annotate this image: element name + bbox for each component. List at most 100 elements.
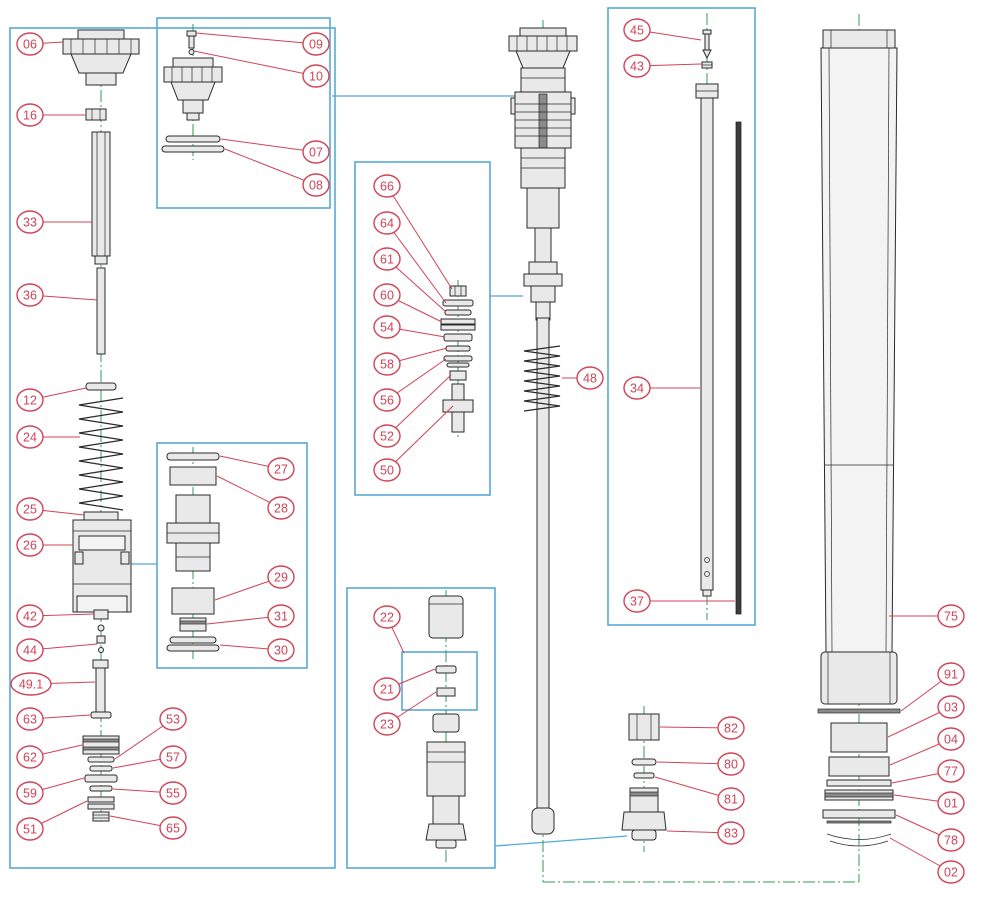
callout-bubble-27 — [267, 457, 295, 481]
part-24-spring — [78, 397, 124, 511]
callout-43: 43 — [623, 54, 651, 78]
leader-line-09 — [195, 32, 317, 45]
part-31 — [179, 617, 207, 632]
frame-piston-detail — [156, 442, 308, 669]
connector-rod-end — [494, 835, 628, 847]
callout-53: 53 — [159, 707, 187, 731]
part-63 — [90, 711, 112, 719]
part-29 — [171, 587, 215, 615]
callout-label-30: 30 — [274, 644, 288, 658]
callout-30: 30 — [267, 638, 295, 662]
callout-56: 56 — [373, 388, 401, 412]
part-37-rod — [735, 121, 742, 615]
leader-line-66 — [386, 185, 453, 290]
callout-label-31: 31 — [274, 610, 288, 624]
callout-bubble-49.1 — [10, 672, 52, 696]
part-77 — [826, 779, 892, 787]
damper-body — [510, 91, 576, 263]
callout-label-81: 81 — [724, 793, 738, 807]
callout-60: 60 — [373, 283, 401, 307]
part-80 — [631, 758, 657, 766]
callout-bubble-30 — [267, 638, 295, 662]
part-75-outer-tube — [820, 29, 898, 705]
callout-bubble-33 — [16, 210, 44, 234]
part-07 — [165, 135, 221, 143]
callout-50: 50 — [373, 458, 401, 482]
part-53 — [87, 756, 115, 763]
callout-21: 21 — [373, 677, 401, 701]
callout-label-03: 03 — [944, 701, 958, 715]
callout-bubble-07 — [302, 140, 330, 164]
callout-label-61: 61 — [380, 253, 394, 267]
callout-label-37: 37 — [630, 595, 644, 609]
part-51 — [87, 796, 115, 810]
callout-49.1: 49.1 — [10, 672, 52, 696]
part-01 — [824, 789, 894, 801]
leader-line-08 — [224, 148, 317, 186]
callout-bubble-23 — [373, 712, 401, 736]
part-06 — [62, 29, 140, 86]
callout-label-44: 44 — [23, 644, 37, 658]
damper-cap — [508, 27, 578, 93]
callout-label-91: 91 — [944, 668, 958, 682]
callout-04: 04 — [937, 727, 965, 751]
frames — [9, 7, 756, 869]
callout-06: 06 — [16, 32, 44, 56]
callout-label-49.1: 49.1 — [19, 678, 43, 692]
callout-bubble-01 — [937, 791, 965, 815]
callout-02: 02 — [937, 860, 965, 884]
callout-80: 80 — [717, 752, 745, 776]
part-62 — [82, 735, 120, 755]
leader-line-10 — [193, 50, 317, 77]
callout-75: 75 — [937, 604, 965, 628]
callout-bubble-28 — [267, 496, 295, 520]
callout-bubble-04 — [937, 727, 965, 751]
callout-bubble-48 — [576, 366, 604, 390]
callout-07: 07 — [302, 140, 330, 164]
callout-label-12: 12 — [23, 394, 37, 408]
callout-label-80: 80 — [724, 758, 738, 772]
view-connectors — [131, 95, 628, 847]
callout-bubble-59 — [16, 781, 44, 805]
part-66 — [449, 285, 467, 297]
callout-label-58: 58 — [380, 358, 394, 372]
part-12 — [85, 382, 117, 391]
part-08 — [161, 145, 225, 153]
part-61 — [444, 309, 472, 316]
part-91 — [817, 708, 901, 714]
callout-bubble-06 — [16, 32, 44, 56]
callout-33: 33 — [16, 210, 44, 234]
center-lines — [100, 13, 860, 883]
part-16 — [85, 108, 107, 121]
piston-body — [166, 494, 220, 572]
callout-bubble-16 — [16, 103, 44, 127]
callout-label-09: 09 — [309, 38, 323, 52]
callout-01: 01 — [937, 791, 965, 815]
part-23 — [436, 687, 456, 697]
frame-main-cartridge — [9, 27, 336, 869]
rebound-rod-assembly — [695, 29, 742, 615]
callout-bubble-54 — [373, 315, 401, 339]
callout-bubble-66 — [373, 174, 401, 198]
part-42 — [93, 609, 109, 620]
callout-label-50: 50 — [380, 464, 394, 478]
callout-64: 64 — [373, 211, 401, 235]
part-02 — [826, 833, 892, 847]
callout-label-34: 34 — [630, 382, 644, 396]
callout-08: 08 — [302, 173, 330, 197]
callout-label-36: 36 — [23, 289, 37, 303]
part-44 — [96, 624, 106, 653]
callout-bubble-50 — [373, 458, 401, 482]
callout-23: 23 — [373, 712, 401, 736]
part-33 — [91, 131, 111, 265]
part-48-spring — [523, 345, 561, 412]
callout-label-16: 16 — [23, 109, 37, 123]
callout-52: 52 — [373, 424, 401, 448]
part-58 — [445, 345, 471, 352]
callout-bubble-36 — [16, 283, 44, 307]
part-03 — [830, 722, 888, 753]
callout-label-54: 54 — [380, 321, 394, 335]
callout-bubble-52 — [373, 424, 401, 448]
callout-63: 63 — [16, 707, 44, 731]
